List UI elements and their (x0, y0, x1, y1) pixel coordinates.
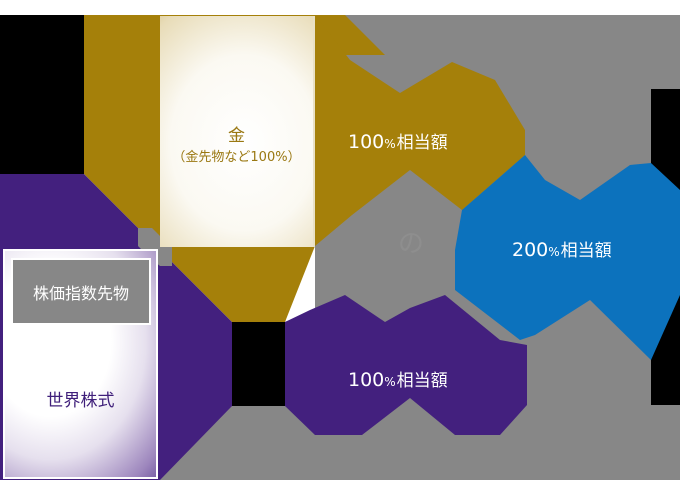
total-amount-number: 200 (512, 239, 549, 261)
equity-amount-percent: % (384, 375, 396, 389)
equity-card-title: 世界株式 (46, 391, 115, 411)
blue-amount-shape (455, 155, 680, 360)
center-faint-mark: の (398, 229, 424, 259)
equity-amount-label: 100%相当額 (348, 366, 448, 391)
gold-amount-suffix: 相当額 (396, 133, 448, 153)
gold-amount-label: 100%相当額 (348, 128, 448, 153)
gold-amount-percent: % (384, 137, 396, 151)
gray-notch (138, 228, 172, 266)
equity-amount-number: 100 (348, 369, 385, 391)
gold-asset-card: 金 （金先物など100%） (160, 16, 315, 247)
equity-amount-suffix: 相当額 (396, 371, 448, 391)
black-block-center (232, 322, 285, 406)
equity-futures-label: 株価指数先物 (11, 258, 151, 325)
total-amount-label: 200%相当額 (512, 236, 612, 261)
total-amount-percent: % (548, 245, 560, 259)
black-block-top-left (0, 15, 84, 174)
purple-amount-shape (285, 295, 527, 435)
total-amount-suffix: 相当額 (560, 241, 612, 261)
gold-card-subtitle: （金先物など100%） (172, 150, 301, 165)
gold-amount-shape (315, 15, 525, 246)
gold-amount-number: 100 (348, 131, 385, 153)
gold-card-title: 金 (228, 126, 245, 146)
equity-asset-card: 株価指数先物 世界株式 (3, 249, 158, 479)
